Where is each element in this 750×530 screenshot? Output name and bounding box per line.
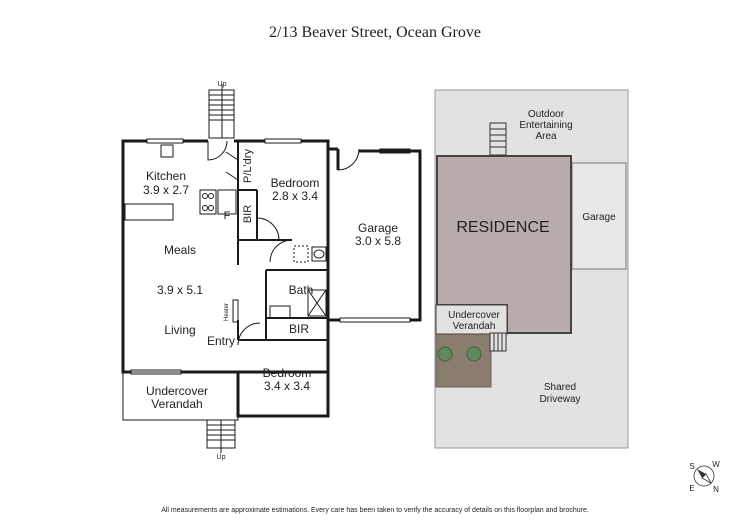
compass-w: W: [712, 460, 720, 469]
driveway-label-2: Driveway: [539, 394, 580, 405]
outdoor-label-2: Entertaining: [519, 120, 572, 131]
site-garage-label: Garage: [582, 212, 616, 223]
outdoor-label-1: Outdoor: [528, 109, 565, 120]
compass-s: S: [689, 462, 694, 471]
compass-n: N: [713, 485, 719, 494]
verandah-label-2: Verandah: [151, 397, 202, 411]
compass-icon: [693, 465, 715, 487]
doors: [207, 140, 360, 346]
outdoor-label-3: Area: [535, 131, 557, 142]
site-plan: [434, 89, 629, 449]
stair-bottom-label: Up: [217, 454, 226, 461]
bedroom1-label: Bedroom: [271, 176, 320, 190]
site-stairs-top: [489, 122, 507, 156]
fridge-label: F: [224, 210, 231, 222]
tree-icon: [466, 346, 482, 362]
site-verandah-label-2: Verandah: [453, 321, 496, 332]
bir2-label: BIR: [289, 322, 309, 336]
kitchen-label: Kitchen: [146, 169, 186, 183]
driveway-label-1: Shared: [544, 382, 576, 393]
residence-label: RESIDENCE: [456, 219, 549, 236]
heater-unit: [232, 299, 239, 323]
stairs-bottom: [206, 419, 236, 453]
verandah-label-1: Undercover: [146, 384, 208, 398]
heater-label: Heater: [224, 303, 230, 321]
garage-walls: [328, 149, 422, 322]
interior-walls: [237, 141, 328, 341]
stair-top-label: Up: [218, 81, 227, 88]
garage-label: Garage: [358, 221, 398, 235]
site-verandah-label-1: Undercover: [448, 310, 500, 321]
bath-label: Bath: [289, 283, 314, 297]
site-verandah-cover: [435, 304, 508, 335]
laundry-label: P/L'dry: [242, 149, 254, 183]
compass-e: E: [689, 484, 694, 493]
floor-plan: [121, 84, 422, 453]
bedroom1-size: 2.8 x 3.4: [272, 189, 318, 203]
page-title: 2/13 Beaver Street, Ocean Grove: [269, 24, 481, 41]
site-stairs-verandah: [489, 332, 507, 352]
kitchen-fixtures: [124, 144, 237, 221]
living-size: 3.9 x 5.1: [157, 283, 203, 297]
bedroom2-size: 3.4 x 3.4: [264, 379, 310, 393]
bedroom2-label: Bedroom: [263, 366, 312, 380]
site-verandah-area: [435, 333, 492, 388]
entry-label: Entry: [207, 334, 235, 348]
bath-fixtures: [269, 245, 327, 319]
bir1-label: BIR: [242, 205, 254, 223]
kitchen-size: 3.9 x 2.7: [143, 183, 189, 197]
disclaimer-text: All measurements are approximate estimat…: [161, 507, 589, 514]
verandah-outline: [122, 371, 239, 421]
site-garage: [571, 162, 627, 270]
garage-size: 3.0 x 5.8: [355, 234, 401, 248]
tree-icon: [437, 346, 453, 362]
stairs-top: [208, 84, 235, 139]
living-label: Living: [164, 323, 195, 337]
meals-label: Meals: [164, 243, 196, 257]
